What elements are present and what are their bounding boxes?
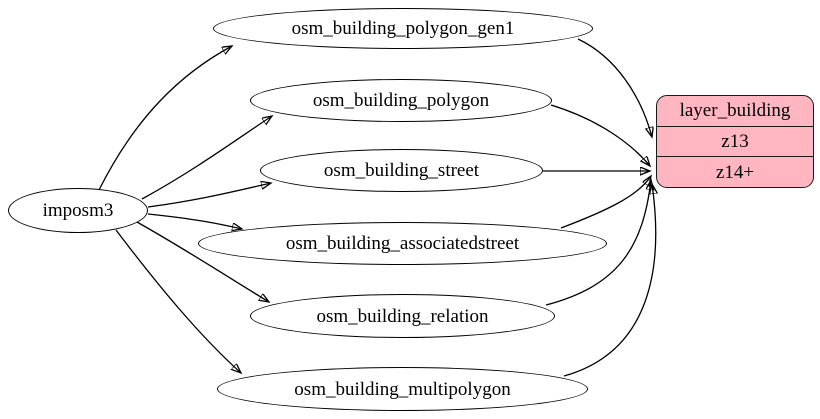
- node-osm_building_street: osm_building_street: [260, 149, 543, 192]
- layer-building-row-z14plus: z14+: [657, 156, 813, 187]
- edge-imposm3-to-osm_building_relation: [136, 221, 269, 302]
- node-osm_building_associatedstreet: osm_building_associatedstreet: [198, 222, 607, 265]
- edge-osm_building_polygon-to-z14: [550, 104, 650, 166]
- node-osm_building_polygon-label: osm_building_polygon: [312, 90, 490, 111]
- edge-imposm3-to-osm_building_multipolygon: [115, 229, 241, 373]
- node-osm_building_associatedstreet-label: osm_building_associatedstreet: [285, 233, 520, 254]
- layer-building-row-z13: z13: [657, 125, 813, 157]
- node-osm_building_relation: osm_building_relation: [250, 294, 555, 338]
- edge-imposm3-to-osm_building_polygon: [141, 116, 272, 200]
- layer-building-z13-label: z13: [721, 131, 749, 152]
- edge-osm_building_multipolygon-to-z14: [563, 184, 656, 377]
- layer-building-z14plus-label: z14+: [715, 161, 755, 183]
- node-imposm3-label: imposm3: [42, 200, 114, 221]
- edge-imposm3-to-osm_building_polygon_gen1: [98, 46, 232, 191]
- node-osm_building_polygon_gen1: osm_building_polygon_gen1: [213, 8, 593, 49]
- layer-building-title: layer_building: [679, 100, 791, 122]
- edge-imposm3-to-osm_building_street: [147, 183, 271, 208]
- node-imposm3: imposm3: [8, 188, 148, 233]
- node-osm_building_polygon: osm_building_polygon: [250, 79, 552, 122]
- node-osm_building_multipolygon: osm_building_multipolygon: [217, 367, 588, 411]
- edge-osm_building_associatedstreet-to-z14: [560, 176, 651, 229]
- node-osm_building_multipolygon-label: osm_building_multipolygon: [294, 378, 511, 400]
- edge-osm_building_polygon_gen1-to-z13: [577, 38, 652, 137]
- edge-osm_building_relation-to-z14: [545, 180, 651, 306]
- node-layer_building: layer_building z13 z14+: [656, 95, 814, 188]
- edge-imposm3-to-osm_building_associatedstreet: [147, 213, 242, 229]
- layer-building-title-row: layer_building: [657, 96, 813, 126]
- node-osm_building_polygon_gen1-label: osm_building_polygon_gen1: [291, 18, 515, 39]
- node-osm_building_street-label: osm_building_street: [323, 160, 480, 181]
- node-osm_building_relation-label: osm_building_relation: [316, 305, 489, 327]
